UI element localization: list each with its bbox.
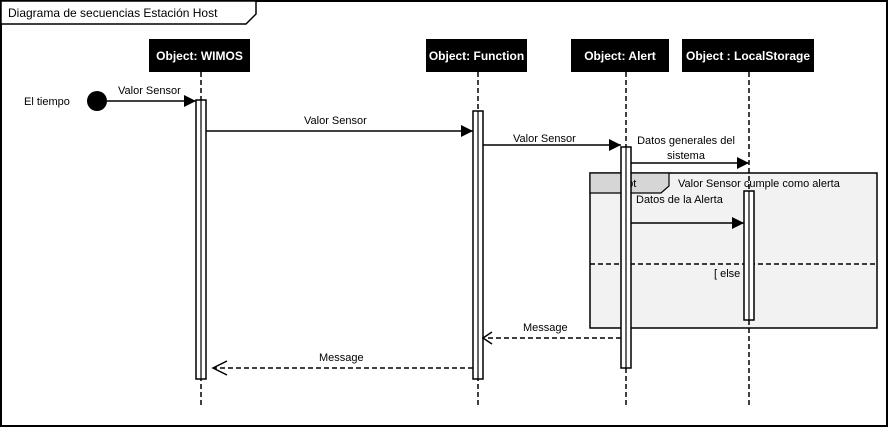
else-label: [ else ] (714, 268, 746, 280)
object-function-label: Object: Function (429, 49, 524, 63)
opt-fragment (589, 172, 878, 329)
activation-localstorage (743, 190, 755, 321)
object-wimos-label: Object: WIMOS (156, 49, 243, 63)
actor-label: El tiempo (24, 96, 70, 108)
message-2-label: Valor Sensor (304, 115, 367, 127)
return-2-arrowhead (211, 360, 228, 376)
message-5-label: Datos de la Alerta (636, 194, 724, 206)
return-1-label: Message (523, 322, 568, 334)
object-alert: Object: Alert (571, 39, 669, 72)
object-function: Object: Function (426, 39, 527, 72)
frame-title: Diagrama de secuencias Estación Host (8, 6, 218, 20)
message-4-label-line1: Datos generales del (637, 135, 735, 147)
return-2-label: Message (319, 352, 364, 364)
object-localstorage-label: Object : LocalStorage (686, 49, 810, 63)
frame-title-tab (0, 0, 257, 25)
activation-wimos (195, 99, 207, 380)
opt-guard: Valor Sensor cumple como alerta (678, 178, 841, 190)
return-1-arrowhead (481, 331, 493, 345)
object-wimos: Object: WIMOS (149, 39, 250, 72)
object-localstorage: Object : LocalStorage (682, 39, 814, 72)
actor-initial-node (87, 91, 107, 111)
message-1-label: Valor Sensor (118, 85, 181, 97)
message-4-label-line2: sistema (667, 150, 706, 162)
message-3-label: Valor Sensor (513, 133, 576, 145)
activation-function (472, 110, 484, 380)
object-alert-label: Object: Alert (584, 49, 656, 63)
activation-alert (620, 146, 632, 369)
